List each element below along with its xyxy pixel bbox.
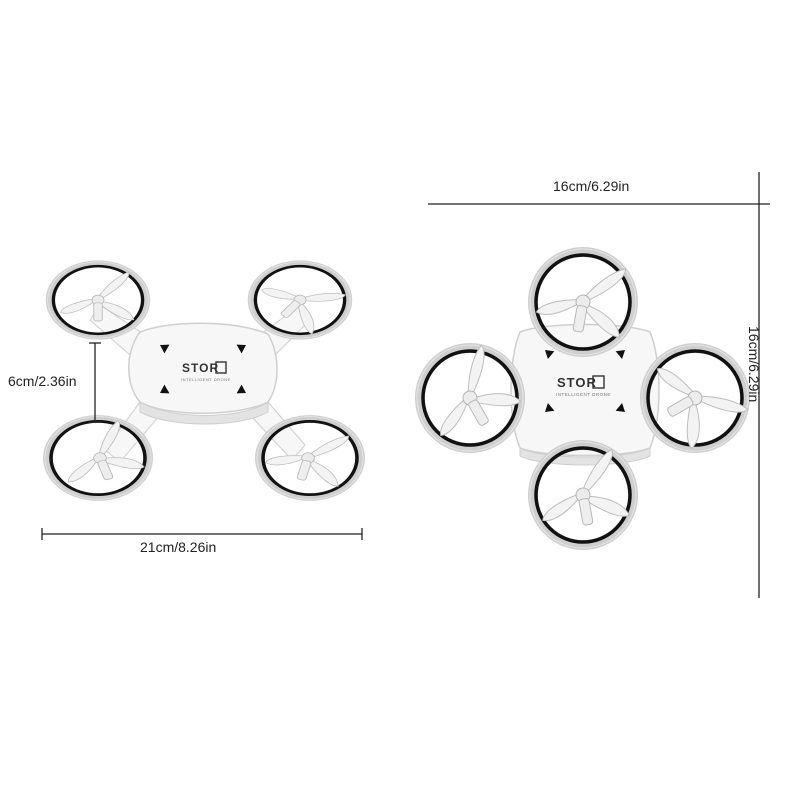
svg-text:STOR: STOR [182, 361, 219, 375]
svg-text:STOR: STOR [557, 375, 597, 390]
right-width-label: 16cm/6.29in [553, 178, 630, 194]
svg-text:INTELLIGENT DRONE: INTELLIGENT DRONE [181, 377, 231, 382]
svg-text:INTELLIGENT DRONE: INTELLIGENT DRONE [556, 392, 611, 397]
left-drone-logo: STOR INTELLIGENT DRONE [181, 361, 231, 382]
left-drone: STOR INTELLIGENT DRONE [45, 259, 363, 500]
right-drone-logo: STOR INTELLIGENT DRONE [556, 375, 611, 397]
right-height-label: 16cm/6.29in [746, 326, 762, 403]
left-height-label: 6cm/2.36in [8, 373, 77, 389]
right-drone: STOR INTELLIGENT DRONE [411, 249, 751, 548]
left-width-label: 21cm/8.26in [140, 539, 217, 555]
